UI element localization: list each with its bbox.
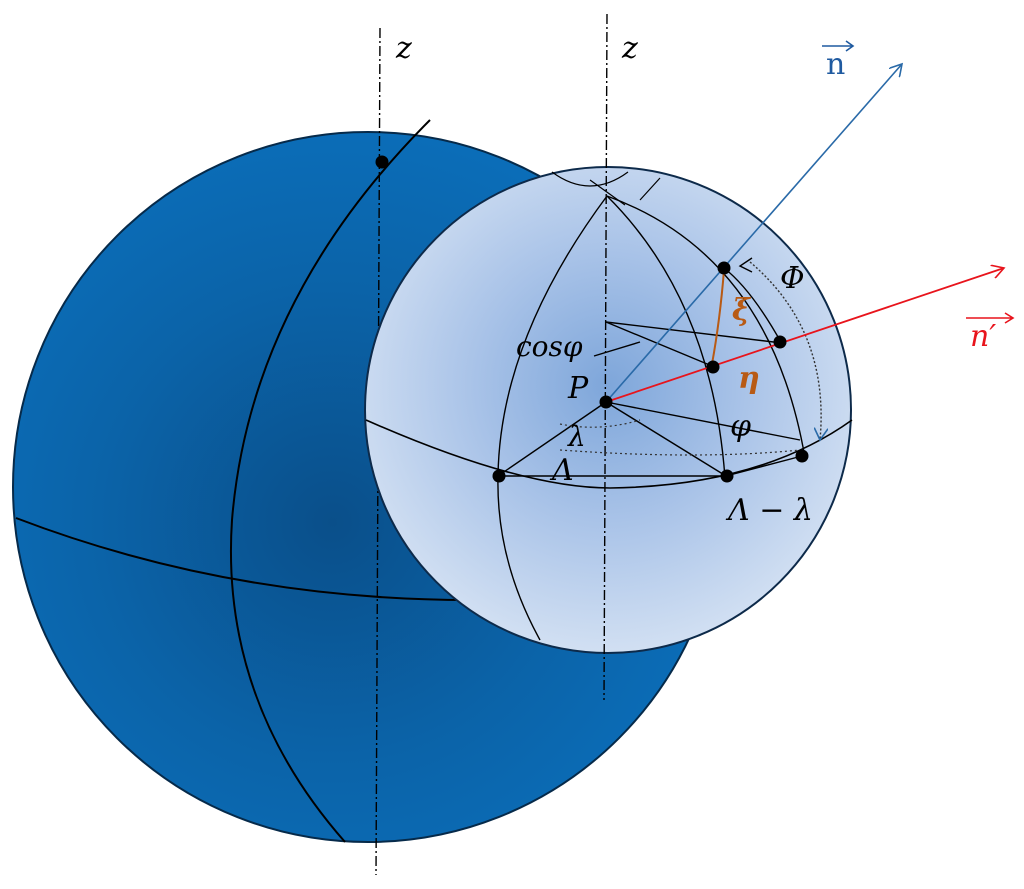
label-eta: η (738, 361, 760, 396)
earth-pole-point (375, 155, 389, 169)
label-n-prime-group: n′ (966, 312, 1015, 354)
point-equator-left (492, 469, 506, 483)
label-Phi: Φ (780, 261, 805, 296)
n-overarrow-icon (822, 40, 855, 52)
n-prime-vector (605, 268, 1004, 403)
construction-lines (497, 321, 803, 477)
label-n-group: n (822, 40, 855, 82)
label-n-prime: n′ (970, 319, 996, 354)
label-P: P (567, 371, 589, 406)
small-circle-arc (723, 267, 783, 345)
point-mid (706, 360, 720, 374)
n-prime-overarrow-icon (966, 312, 1015, 324)
label-z-earth: z (395, 31, 412, 66)
earth-equator (15, 517, 471, 601)
point-equator-right (795, 449, 809, 463)
xi-angle-arc (711, 269, 725, 365)
angle-arc-lambda (559, 419, 641, 428)
label-z-local: z (621, 31, 638, 66)
label-Lambda-minus-lambda: Λ − λ (725, 493, 813, 528)
point-top (717, 261, 731, 275)
n-vector (605, 64, 902, 403)
label-n: n (826, 47, 845, 82)
label-lambda: λ (567, 420, 586, 453)
local-top-arc (551, 171, 629, 187)
local-meridian-far (606, 195, 806, 459)
Phi-arrow-head (738, 257, 753, 273)
local-meridian-left (497, 195, 608, 641)
local-sphere (364, 166, 853, 654)
earth-meridian (229, 119, 431, 843)
point-P (599, 395, 613, 409)
local-meridian-right (606, 195, 726, 479)
label-phi: φ (730, 409, 751, 444)
angle-arc-Lambda (559, 449, 801, 456)
local-z-axis (603, 13, 608, 701)
local-top-cross (589, 177, 661, 206)
points (492, 261, 809, 483)
local-equator (365, 419, 853, 489)
label-cos-phi: cosφ (516, 330, 583, 363)
label-Lambda: Λ (549, 453, 574, 488)
label-xi: ξ (732, 293, 752, 328)
point-n-prime-intersection (773, 335, 787, 349)
point-equator-mid (720, 469, 734, 483)
angle-arc-Phi (749, 261, 821, 440)
